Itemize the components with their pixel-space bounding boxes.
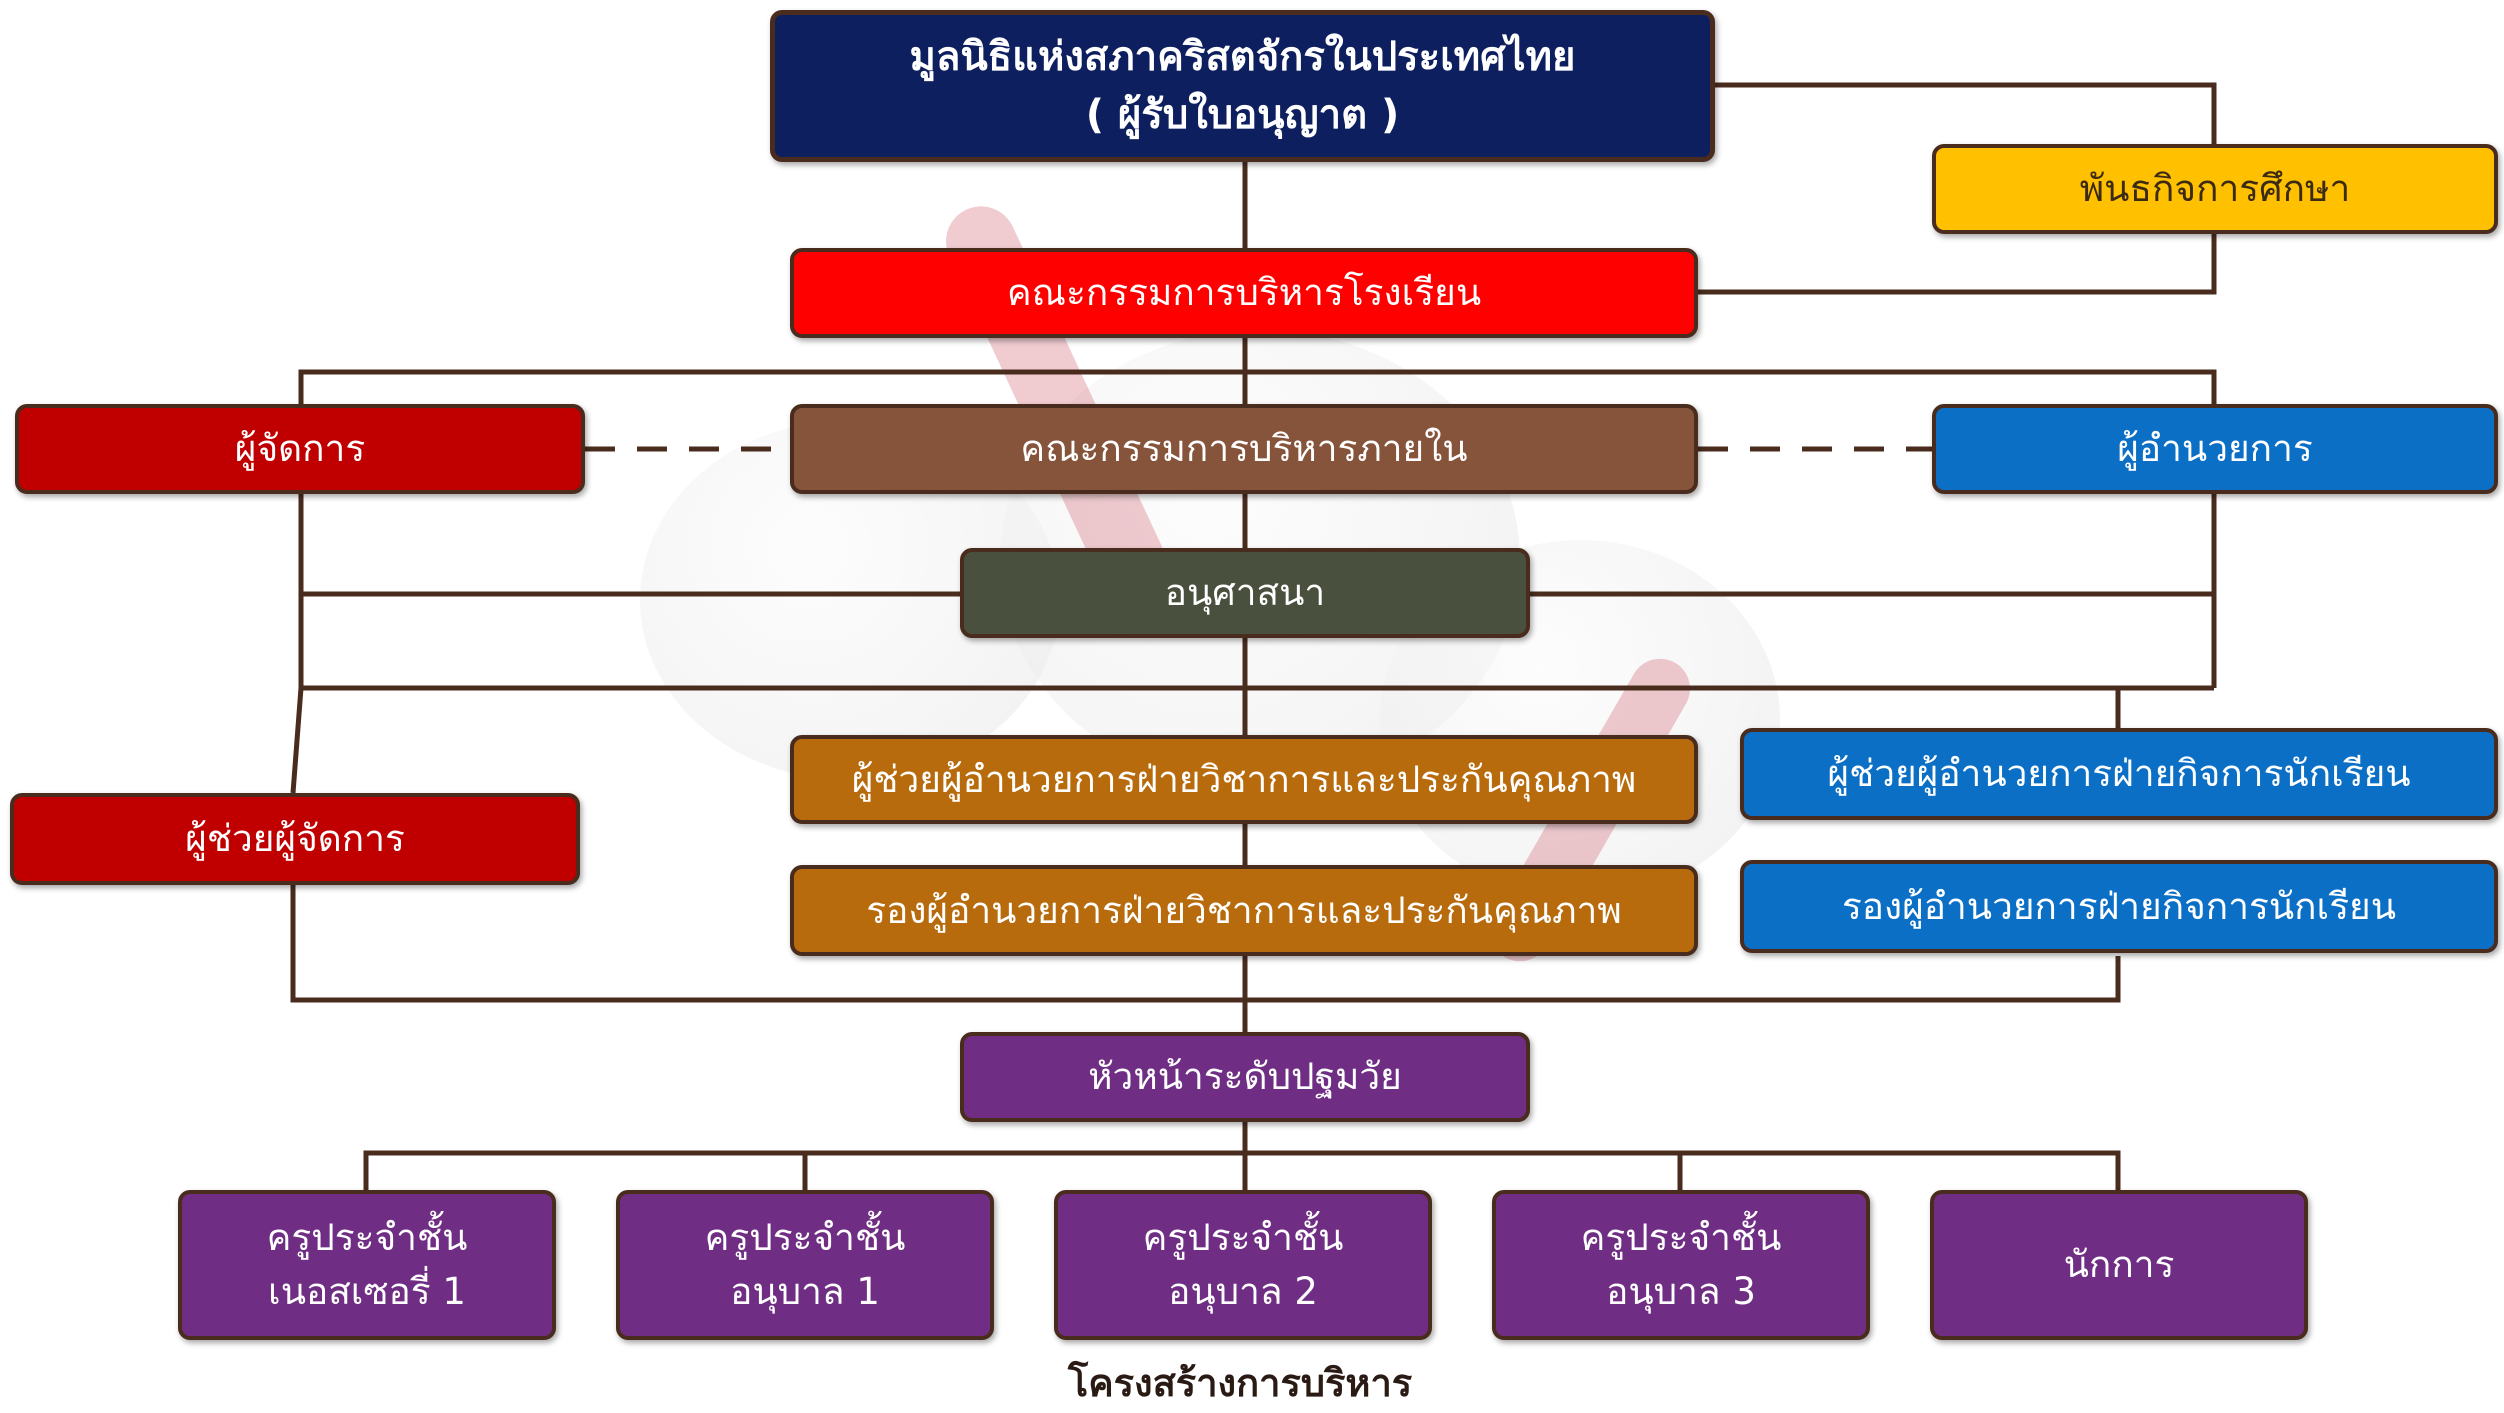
staff-box: นักการ bbox=[1930, 1190, 2308, 1340]
manager-label: ผู้จัดการ bbox=[234, 427, 366, 471]
teacher-role-label: ครูประจำชั้น bbox=[704, 1216, 906, 1260]
internal-committee-label: คณะกรรมการบริหารภายใน bbox=[1020, 427, 1468, 471]
diagram-caption: โครงสร้างการบริหาร bbox=[1067, 1361, 1413, 1405]
connector-director-chaplain bbox=[1530, 494, 2217, 597]
asst-manager-box: ผู้ช่วยผู้จัดการ bbox=[10, 793, 580, 885]
foundation-subtitle: ( ผู้รับใบอนุญาต ) bbox=[1085, 92, 1400, 138]
teacher-kindergarten-3-box: ครูประจำชั้น อนุบาล 3 bbox=[1492, 1190, 1870, 1340]
teacher-role-label: ครูประจำชั้น bbox=[266, 1216, 468, 1260]
connector-teacher-bus bbox=[363, 1150, 2121, 1190]
asst-director-academic-box: ผู้ช่วยผู้อำนวยการฝ่ายวิชาการและประกันคุ… bbox=[790, 735, 1698, 824]
connector-bottom-bus bbox=[290, 885, 2121, 1003]
asst-director-student-box: ผู้ช่วยผู้อำนวยการฝ่ายกิจการนักเรียน bbox=[1740, 728, 2498, 820]
asst-director-academic-label: ผู้ช่วยผู้อำนวยการฝ่ายวิชาการและประกันคุ… bbox=[851, 757, 1637, 801]
asst-manager-label: ผู้ช่วยผู้จัดการ bbox=[185, 817, 405, 861]
teacher-class-label: เนอสเซอรี่ 1 bbox=[268, 1270, 466, 1313]
chaplain-label: อนุศาสนา bbox=[1164, 571, 1326, 615]
staff-label: นักการ bbox=[2063, 1243, 2175, 1287]
teacher-kindergarten-2-box: ครูประจำชั้น อนุบาล 2 bbox=[1054, 1190, 1432, 1340]
connector-foundation-mission bbox=[1715, 82, 2217, 148]
head-early-childhood-box: หัวหน้าระดับปฐมวัย bbox=[960, 1032, 1530, 1122]
teacher-class-label: อนุบาล 2 bbox=[1168, 1270, 1318, 1313]
teacher-class-label: อนุบาล 1 bbox=[730, 1270, 880, 1313]
deputy-director-academic-box: รองผู้อำนวยการฝ่ายวิชาการและประกันคุณภาพ bbox=[790, 865, 1698, 956]
mission-label: พันธกิจการศึกษา bbox=[2079, 167, 2351, 211]
school-board-box: คณะกรรมการบริหารโรงเรียน bbox=[790, 248, 1698, 338]
connector-manager-chaplain bbox=[298, 494, 960, 597]
manager-box: ผู้จัดการ bbox=[15, 404, 585, 494]
deputy-director-student-box: รองผู้อำนวยการฝ่ายกิจการนักเรียน bbox=[1740, 860, 2498, 953]
foundation-title: มูลนิธิแห่งสภาคริสตจักรในประเทศไทย bbox=[909, 34, 1576, 80]
internal-committee-box: คณะกรรมการบริหารภายใน bbox=[790, 404, 1698, 494]
deputy-director-student-label: รองผู้อำนวยการฝ่ายกิจการนักเรียน bbox=[1841, 884, 2397, 928]
mission-box: พันธกิจการศึกษา bbox=[1932, 144, 2498, 234]
school-board-label: คณะกรรมการบริหารโรงเรียน bbox=[1006, 271, 1482, 315]
teacher-nursery-1-box: ครูประจำชั้น เนอสเซอรี่ 1 bbox=[178, 1190, 556, 1340]
connector-board-bus bbox=[298, 369, 2217, 404]
teacher-class-label: อนุบาล 3 bbox=[1606, 1270, 1756, 1313]
teacher-role-label: ครูประจำชั้น bbox=[1142, 1216, 1344, 1260]
head-early-childhood-label: หัวหน้าระดับปฐมวัย bbox=[1088, 1055, 1402, 1099]
connector-mission-board bbox=[1698, 230, 2217, 295]
teacher-kindergarten-1-box: ครูประจำชั้น อนุบาล 1 bbox=[616, 1190, 994, 1340]
chaplain-box: อนุศาสนา bbox=[960, 548, 1530, 638]
director-label: ผู้อำนวยการ bbox=[2117, 427, 2313, 471]
foundation-box: มูลนิธิแห่งสภาคริสตจักรในประเทศไทย ( ผู้… bbox=[770, 10, 1715, 162]
asst-director-student-label: ผู้ช่วยผู้อำนวยการฝ่ายกิจการนักเรียน bbox=[1827, 752, 2411, 796]
director-box: ผู้อำนวยการ bbox=[1932, 404, 2498, 494]
deputy-director-academic-label: รองผู้อำนวยการฝ่ายวิชาการและประกันคุณภาพ bbox=[866, 888, 1622, 932]
teacher-role-label: ครูประจำชั้น bbox=[1580, 1216, 1782, 1260]
connector-bus-asst-manager bbox=[290, 687, 304, 794]
